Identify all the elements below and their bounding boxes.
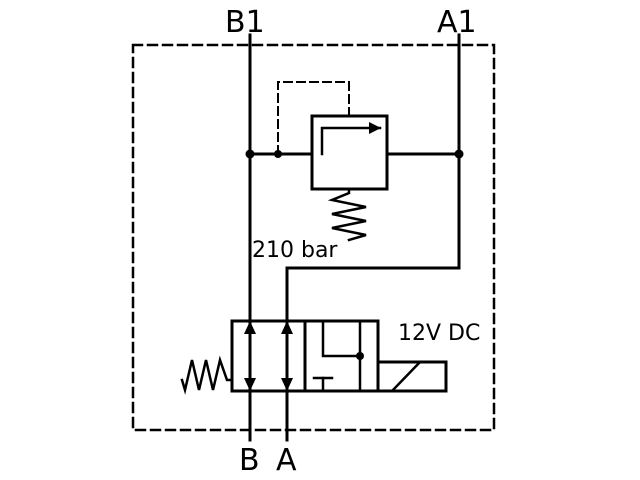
pilot-line bbox=[277, 81, 350, 155]
valve-block-boundary bbox=[131, 43, 496, 432]
solenoid-winding-icon bbox=[390, 360, 422, 393]
arrow-up-icon bbox=[281, 321, 293, 334]
solenoid-coil bbox=[376, 360, 448, 393]
flow-path bbox=[321, 319, 362, 358]
port-label-b: B bbox=[239, 443, 260, 478]
arrow-up-icon bbox=[244, 321, 256, 334]
directional-valve-right-envelope bbox=[303, 319, 380, 393]
port-label-b1: B1 bbox=[225, 5, 265, 40]
line-a1-to-a bbox=[285, 266, 461, 442]
arrow-down-icon bbox=[281, 378, 293, 391]
junction-dot bbox=[454, 149, 464, 159]
junction-dot bbox=[356, 352, 364, 360]
directional-valve-left-envelope bbox=[230, 319, 307, 393]
port-label-a: A bbox=[276, 443, 297, 478]
arrow-head-icon bbox=[369, 122, 381, 134]
return-spring-icon bbox=[180, 355, 234, 395]
port-label-a1: A1 bbox=[437, 5, 477, 40]
solenoid-voltage-label: 12V DC bbox=[398, 321, 480, 346]
spring-icon bbox=[327, 187, 367, 242]
junction-dot bbox=[245, 149, 255, 159]
relief-valve-arrow bbox=[320, 126, 382, 156]
relief-pressure-label: 210 bar bbox=[252, 238, 338, 263]
arrow-down-icon bbox=[244, 378, 256, 391]
